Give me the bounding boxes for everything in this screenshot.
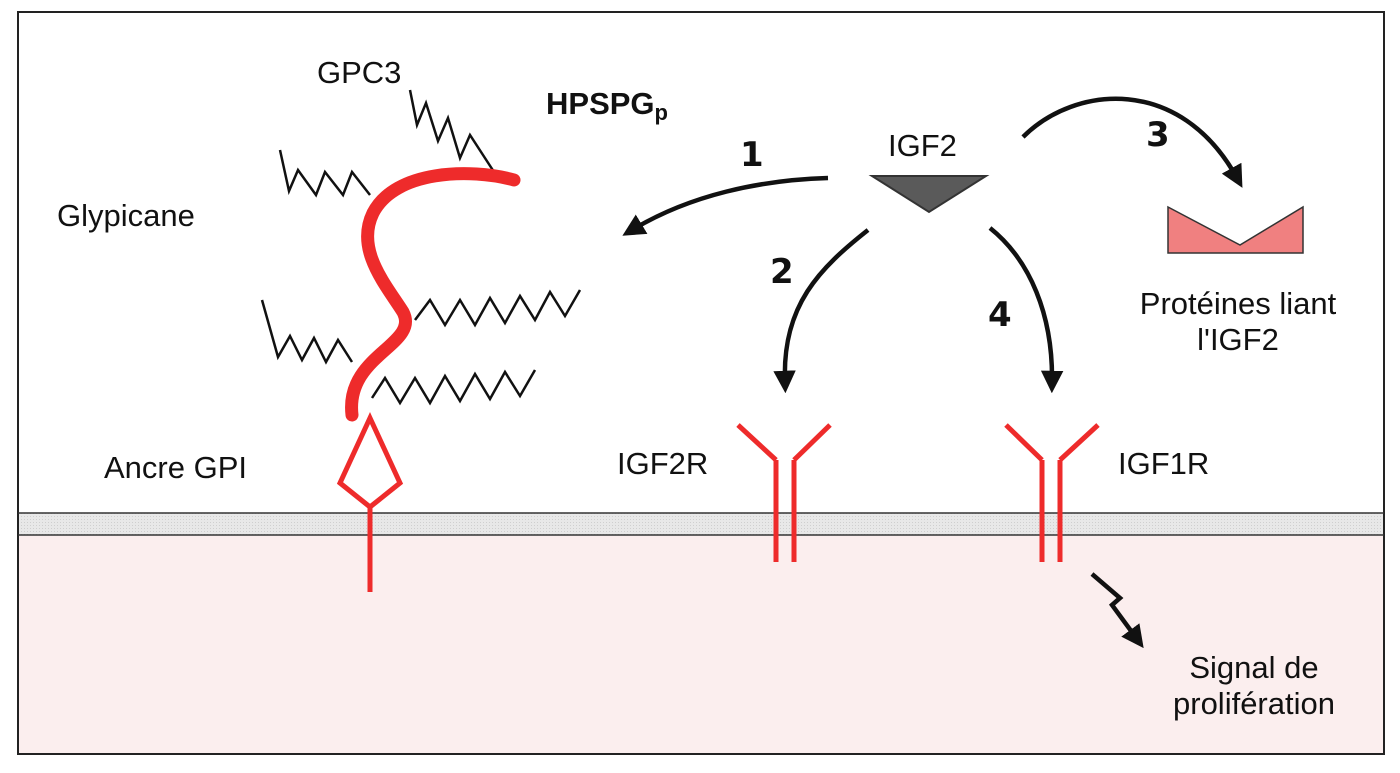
label-igf2: IGF2	[888, 128, 957, 163]
label-gpc3: GPC3	[317, 55, 402, 90]
hs-chain-5	[260, 299, 354, 365]
hs-chain-1	[278, 149, 371, 198]
heparan-sulfate-chains	[260, 89, 582, 406]
label-igf1r: IGF1R	[1118, 446, 1210, 481]
label-binding-proteins-line1: Protéines liant	[1139, 286, 1337, 321]
label-ancre-gpi: Ancre GPI	[104, 450, 247, 485]
igf2r-receptor-icon	[736, 423, 832, 562]
label-igf2r: IGF2R	[617, 446, 709, 481]
step-number-4: 4	[988, 295, 1012, 335]
hs-chain-3	[414, 289, 582, 328]
arrow-path-4	[988, 226, 1064, 394]
cell-membrane	[19, 513, 1383, 535]
signal-lightning-arrow	[1090, 572, 1144, 649]
label-signal-line2: prolifération	[1173, 685, 1335, 721]
step-number-2: 2	[770, 252, 794, 292]
step-number-1: 1	[740, 135, 764, 175]
hs-chain-4	[370, 369, 537, 406]
step-number-3: 3	[1146, 115, 1170, 155]
arrow-path-2	[773, 228, 870, 394]
label-signal-line1: Signal de	[1189, 650, 1319, 685]
igf2-ligand-icon	[868, 175, 990, 214]
igf2-binding-protein-icon	[1167, 205, 1304, 254]
arrow-path-1	[622, 175, 829, 236]
label-hpspg-subscript: p	[654, 100, 668, 125]
cytoplasm-region	[19, 535, 1383, 753]
label-binding-proteins-line2: l'IGF2	[1197, 321, 1279, 357]
label-hpspg-main: HPSPG	[546, 86, 655, 121]
igf1r-receptor-icon	[1004, 423, 1100, 562]
arrow-path-3	[1021, 96, 1243, 188]
glypican-core-protein	[345, 167, 521, 422]
label-glypicane: Glypicane	[57, 198, 195, 233]
label-signal: Signal de prolifération	[1146, 650, 1362, 721]
label-hpspg: HPSPGp	[546, 86, 668, 125]
hs-chain-2	[408, 89, 498, 176]
label-binding-proteins: Protéines liant l'IGF2	[1115, 286, 1361, 357]
